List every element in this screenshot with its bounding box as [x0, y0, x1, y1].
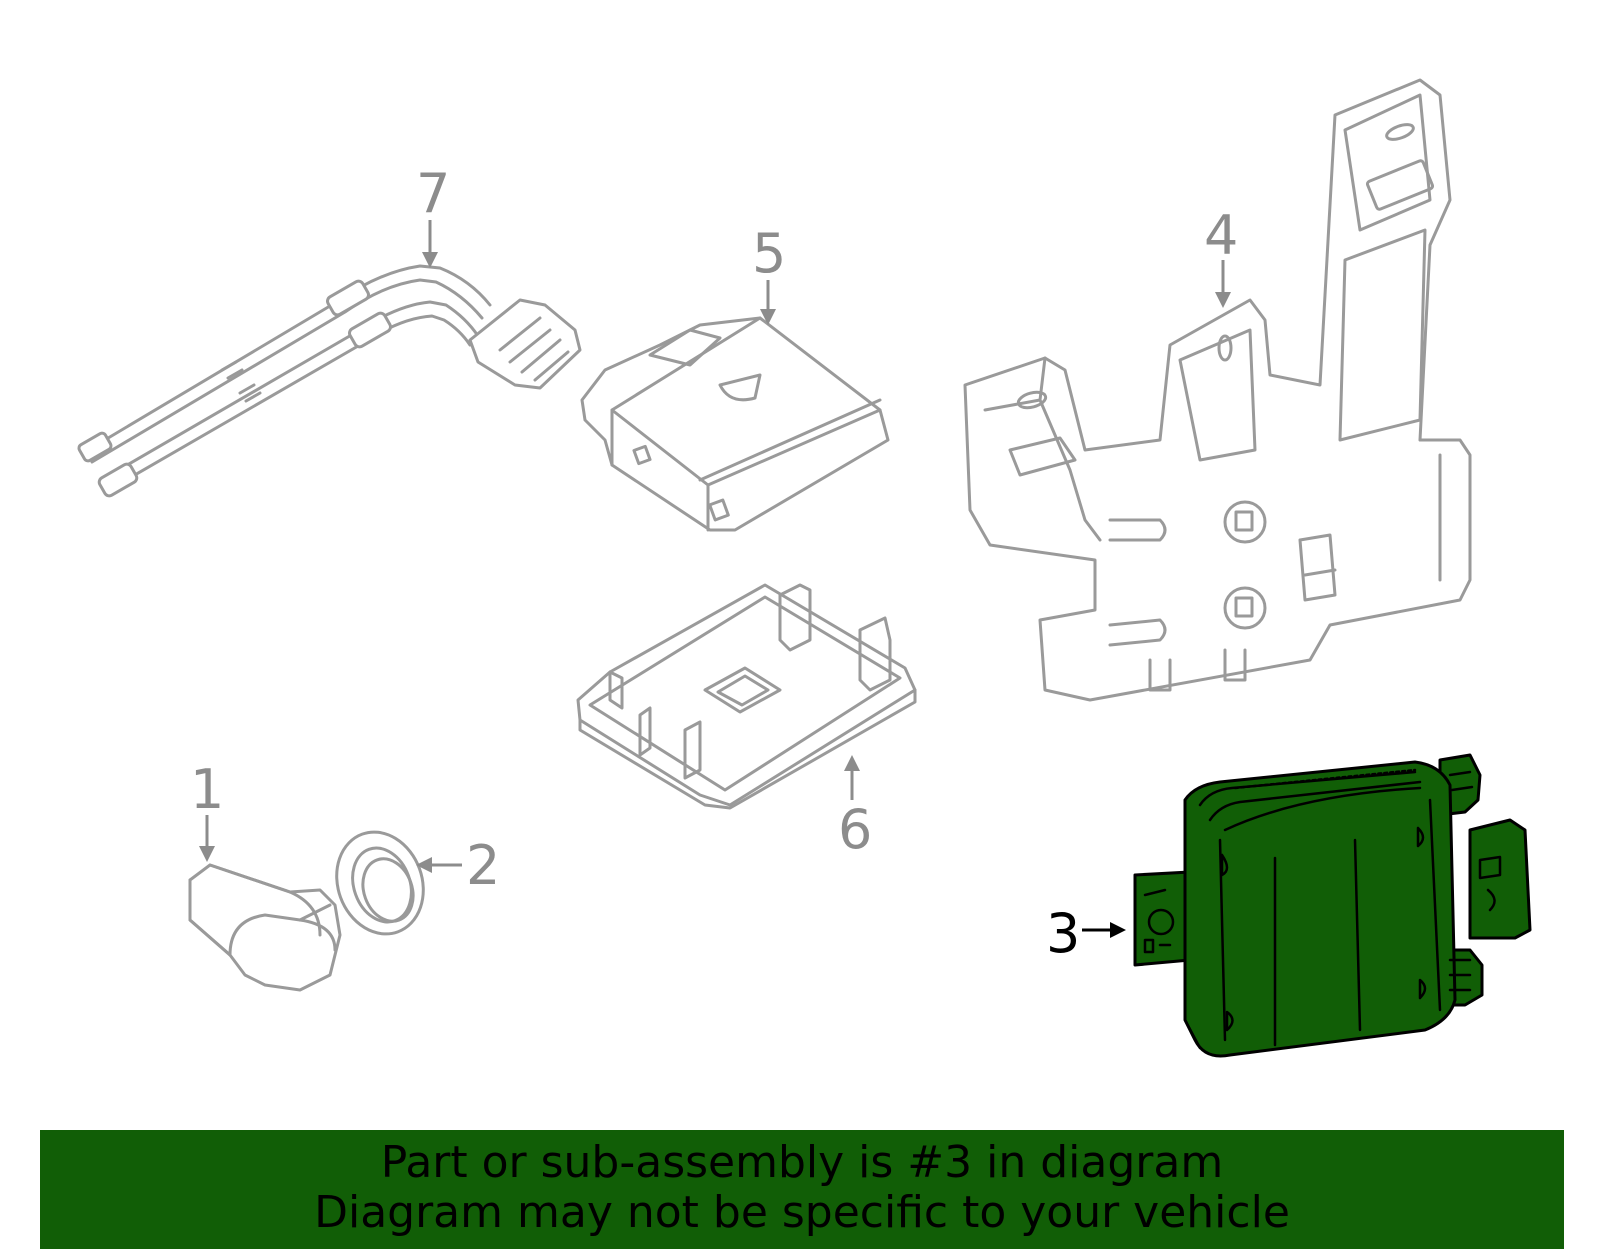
callout-3: 3 — [1046, 902, 1080, 965]
callout-5: 5 — [752, 222, 786, 285]
info-banner: Part or sub-assembly is #3 in diagram Di… — [40, 1130, 1564, 1249]
banner-line-2: Diagram may not be specific to your vehi… — [314, 1187, 1290, 1238]
callout-6: 6 — [838, 798, 872, 861]
callout-2: 2 — [466, 834, 500, 897]
part-1-sensor[interactable] — [188, 863, 342, 992]
part-3-control-module[interactable] — [1133, 753, 1532, 1058]
callout-4: 4 — [1204, 204, 1238, 267]
parts-diagram: 7 5 4 6 1 2 3 — [77, 78, 1532, 1058]
callout-arrows — [199, 220, 1231, 938]
banner-line-1: Part or sub-assembly is #3 in diagram — [380, 1137, 1224, 1188]
part-4-bracket[interactable] — [963, 78, 1472, 702]
part-2-grommet[interactable] — [323, 820, 438, 946]
part-5-module[interactable] — [580, 316, 890, 532]
part-7-wiring-harness[interactable] — [77, 264, 582, 498]
callout-1: 1 — [190, 758, 224, 821]
callout-7: 7 — [416, 162, 450, 225]
part-6-cover-tray[interactable] — [576, 583, 917, 810]
